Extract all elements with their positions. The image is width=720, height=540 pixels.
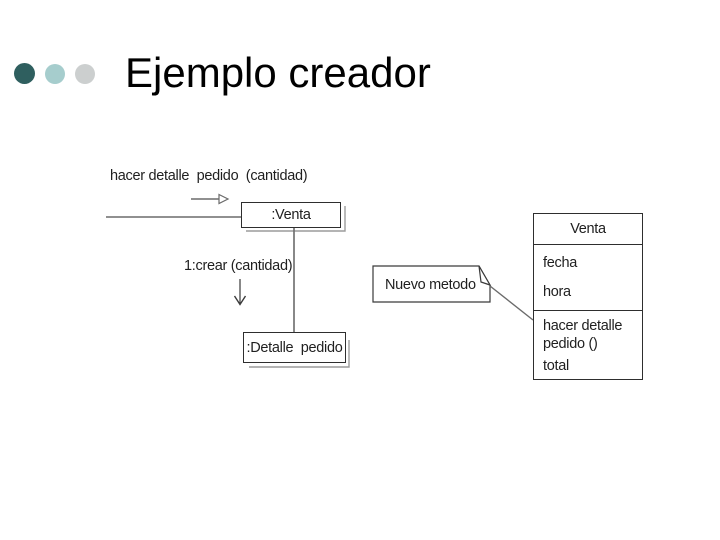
note-text: Nuevo metodo [385,277,476,293]
message-arrow-icon [191,193,230,205]
class-attributes-section: fecha hora [534,245,642,311]
detalle-object-label: :Detalle pedido [246,339,343,356]
class-name: Venta [534,214,642,245]
class-method: total [543,358,569,374]
venta-object-box: :Venta [241,202,341,228]
class-method: hacer detalle pedido () [543,318,623,352]
venta-object-label: :Venta [271,207,311,223]
create-message-label: 1:crear (cantidad) [184,258,293,274]
create-arrow-icon [233,279,247,306]
class-attribute: hora [543,284,571,300]
title-bullet-teal-icon [45,64,65,84]
class-attribute: fecha [543,255,577,271]
venta-class-box: Venta fecha hora hacer detalle pedido ()… [533,213,643,380]
slide-title: Ejemplo creador [125,49,431,96]
note-shape [372,265,492,303]
message-label: hacer detalle pedido (cantidad) [110,168,308,184]
title-bullet-dark-icon [14,63,35,84]
class-methods-section: hacer detalle pedido () total [534,311,642,375]
box-shadow-lines [246,206,350,368]
detalle-object-box: :Detalle pedido [243,332,346,363]
title-bullet-gray-icon [75,64,95,84]
note-connector-line [489,285,534,321]
